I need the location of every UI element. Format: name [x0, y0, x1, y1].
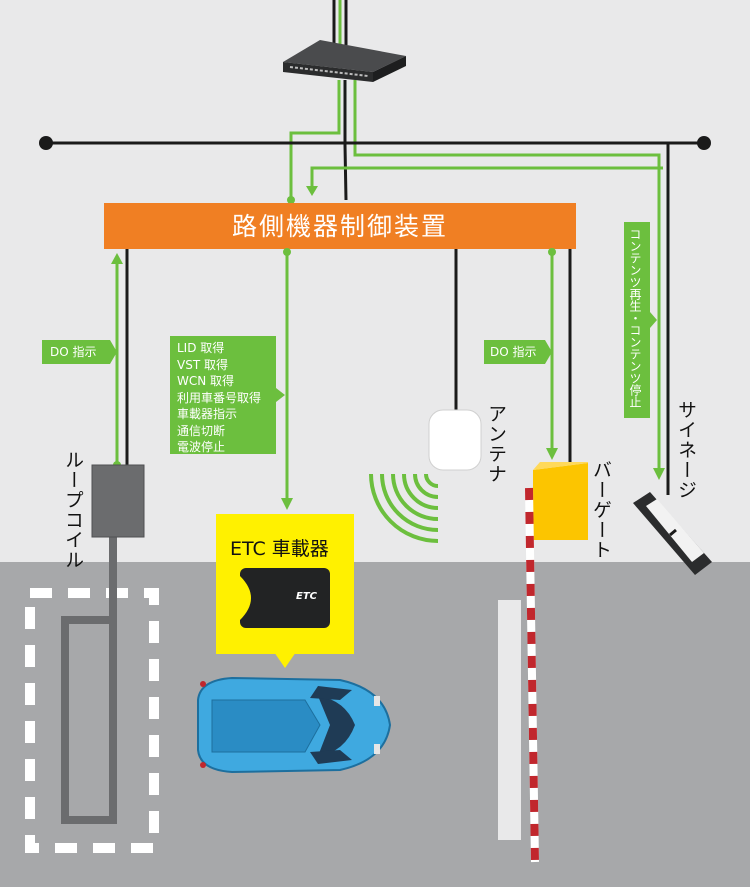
- arrow-head: [546, 448, 558, 460]
- network-switch-icon: [283, 40, 406, 82]
- lane-marker: [498, 600, 521, 840]
- arrow-head: [281, 498, 293, 510]
- etc-command: VST 取得: [177, 357, 228, 372]
- loop-coil-icon: [61, 616, 117, 824]
- signage-icon: [633, 492, 712, 575]
- switch-link: [353, 80, 661, 470]
- etc-command: 通信切断: [177, 423, 226, 438]
- bus-terminal: [39, 136, 53, 150]
- do-tag-left: [42, 340, 117, 364]
- signage-command-tag: [624, 222, 657, 418]
- bus-terminal: [697, 136, 711, 150]
- controller-title: 路側機器制御装置: [231, 211, 448, 241]
- signage-label: サイネージ: [675, 400, 697, 500]
- etc-command: 利用車番号取得: [177, 390, 262, 405]
- arrow-head: [306, 186, 318, 196]
- loop-coil-box: [91, 464, 145, 538]
- etc-command: LID 取得: [177, 341, 225, 355]
- etc-command-list: LID 取得 VST 取得 WCN 取得 利用車番号取得 車載器指示 通信切断 …: [177, 340, 261, 456]
- controller-box: [104, 203, 576, 249]
- radio-wave-icon: [369, 473, 439, 543]
- etc-command-tag: [170, 336, 285, 454]
- gate-junction: [548, 248, 556, 256]
- switch-link: [343, 80, 348, 201]
- antenna-label: アンテナ: [485, 404, 507, 484]
- etc-device-logo: ETC: [296, 591, 317, 602]
- loop-coil-label: ループコイル: [62, 450, 84, 570]
- etc-device-icon: [240, 568, 330, 628]
- etc-command: WCN 取得: [177, 374, 235, 388]
- arrow-head: [111, 253, 123, 264]
- do-tag-right: [484, 340, 552, 364]
- switch-link: [310, 166, 663, 188]
- etc-command: 車載器指示: [177, 407, 238, 421]
- car-icon: [197, 676, 392, 774]
- do-command-left: DO 指示: [50, 345, 97, 359]
- bar-gate-label: バーゲート: [590, 460, 612, 560]
- signage-command: コンテンツ再生・コンテンツ停止: [628, 228, 642, 408]
- bar-gate-icon: [525, 462, 588, 863]
- loop-coil-feed: [109, 535, 117, 625]
- etc-junction: [283, 248, 291, 256]
- arrow-head: [653, 468, 665, 480]
- switch-link: [289, 80, 341, 200]
- antenna-icon: [428, 409, 482, 471]
- etc-command: 電波停止: [177, 440, 226, 454]
- do-command-right: DO 指示: [490, 345, 537, 359]
- etc-unit-label: ETC 車載器: [230, 538, 329, 560]
- bus-junction: [287, 196, 295, 204]
